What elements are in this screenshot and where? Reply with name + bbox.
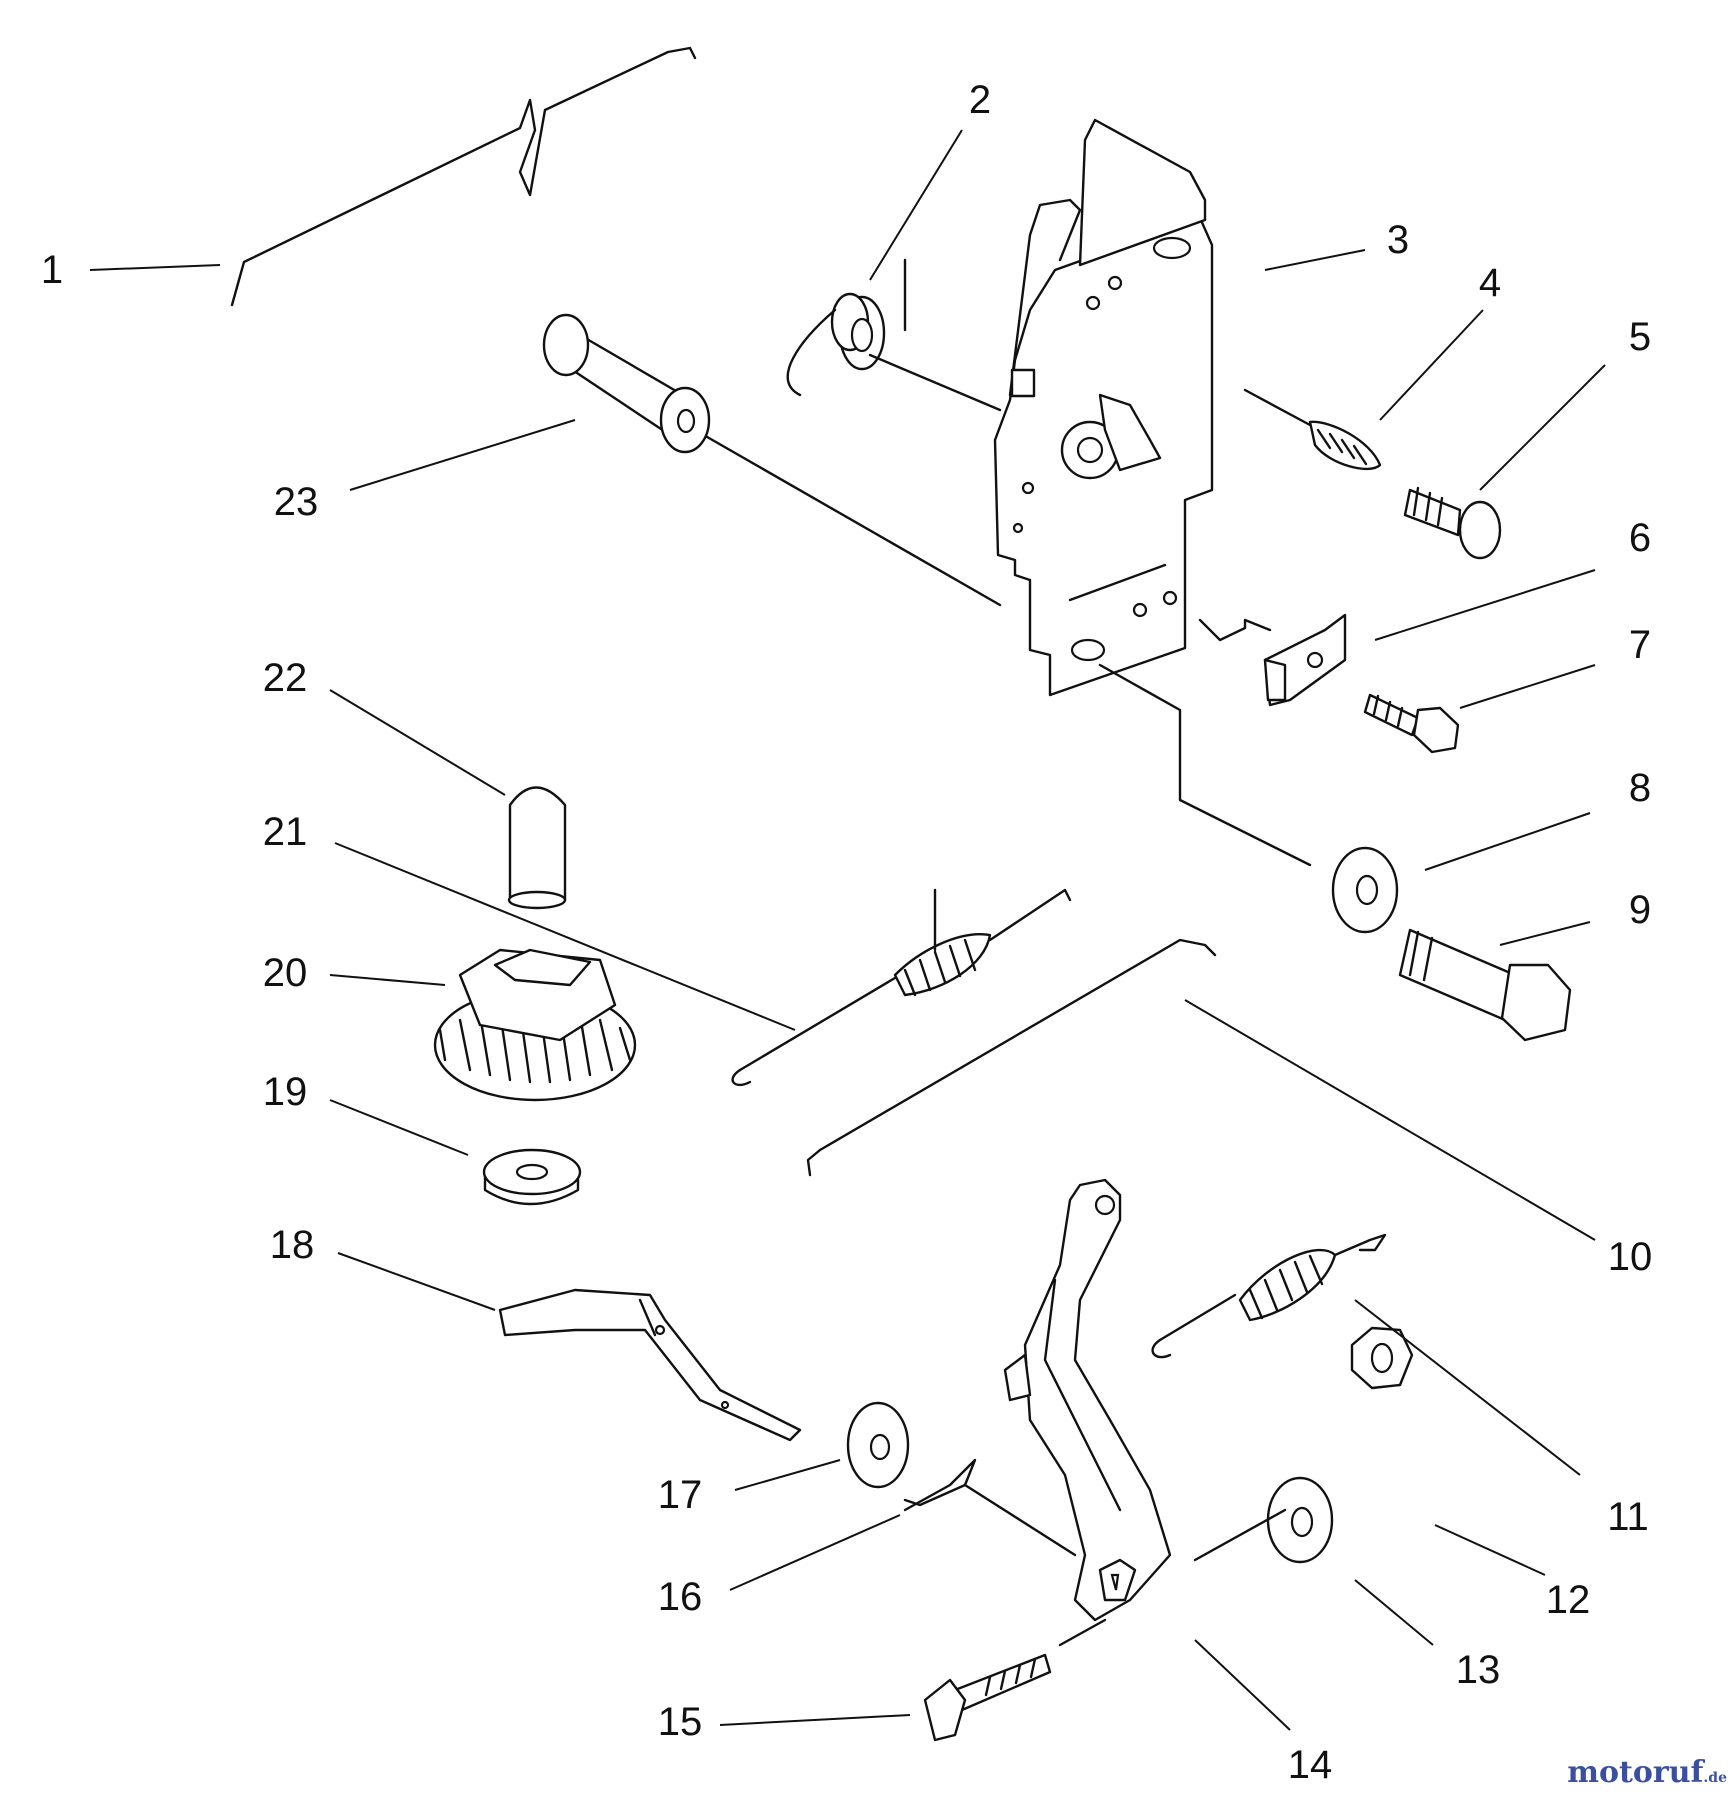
part-23-bushing	[542, 313, 711, 454]
part-13-washer	[1266, 1476, 1334, 1564]
part-11-spring	[1151, 1233, 1387, 1359]
part-16-clip	[903, 1458, 977, 1512]
watermark-name: motoruf	[1567, 1755, 1704, 1790]
part-14-governor-lever	[1003, 1178, 1172, 1622]
callout-9: 9	[1628, 888, 1652, 932]
callout-3: 3	[1386, 218, 1410, 262]
part-1-throttle-link	[230, 46, 697, 307]
part-8-washer	[1331, 846, 1399, 934]
callout-10: 10	[1607, 1235, 1653, 1279]
part-12-nut	[1350, 1326, 1414, 1390]
callout-16: 16	[657, 1575, 703, 1619]
callout-23: 23	[273, 480, 319, 524]
callout-7: 7	[1628, 623, 1652, 667]
callout-2: 2	[968, 78, 992, 122]
part-3-control-plate	[993, 118, 1214, 697]
callout-11: 11	[1607, 1495, 1649, 1539]
callout-12: 12	[1545, 1578, 1591, 1622]
part-7-bolt	[1363, 693, 1460, 754]
part-6-bracket	[1198, 613, 1347, 707]
part-20-gear	[433, 948, 637, 1102]
callout-17: 17	[657, 1473, 703, 1517]
callout-1: 1	[40, 248, 64, 292]
part-5-screw	[1403, 486, 1502, 560]
callout-15: 15	[657, 1700, 703, 1744]
part-15-pin	[923, 1653, 1052, 1742]
part-4-spring	[1243, 388, 1382, 471]
part-2-spring	[786, 258, 907, 397]
part-17-washer	[846, 1401, 910, 1489]
callout-20: 20	[262, 951, 308, 995]
part-22-cap	[507, 786, 567, 910]
callout-leaders	[89, 129, 1606, 1731]
callout-19: 19	[262, 1070, 308, 1114]
callout-22: 22	[262, 656, 308, 700]
watermark-suffix: .de	[1703, 1770, 1727, 1786]
part-9-bolt	[1398, 928, 1572, 1042]
part-21-spring	[731, 888, 1072, 1087]
callout-5: 5	[1628, 315, 1652, 359]
watermark-logo: motoruf.de	[1567, 1755, 1727, 1790]
part-10-governor-link	[806, 938, 1217, 1177]
callout-6: 6	[1628, 516, 1652, 560]
callout-8: 8	[1628, 766, 1652, 810]
callout-14: 14	[1287, 1743, 1333, 1787]
part-18-governor-shaft	[498, 1288, 802, 1442]
callout-13: 13	[1455, 1648, 1501, 1692]
callout-4: 4	[1478, 261, 1502, 305]
callout-21: 21	[262, 810, 308, 854]
part-19-washer	[482, 1148, 582, 1206]
callout-18: 18	[269, 1223, 315, 1267]
